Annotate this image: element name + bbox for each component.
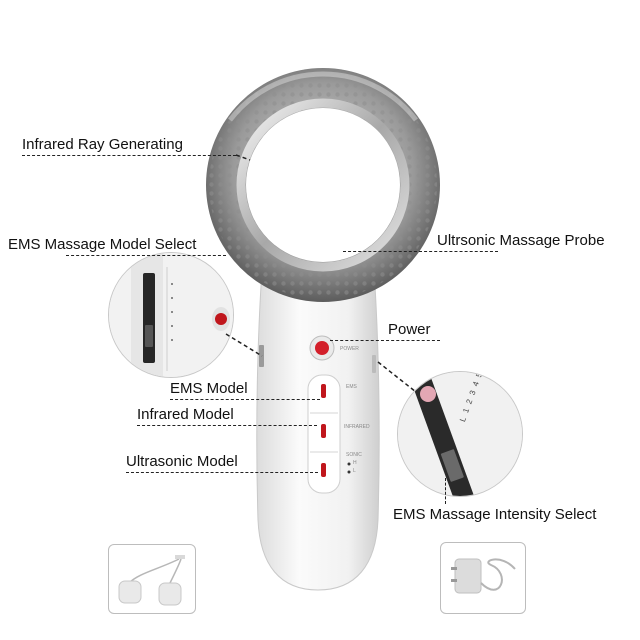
leader-ems-intensity-select bbox=[445, 478, 446, 504]
infrared-mode-button bbox=[321, 424, 326, 438]
sonic-l-text: L bbox=[353, 468, 356, 474]
leader-ultrasonic-model bbox=[126, 472, 318, 473]
leader-infrared-ray bbox=[22, 155, 236, 156]
leader-power bbox=[330, 340, 440, 341]
label-ems-model: EMS Model bbox=[170, 380, 248, 397]
power-button bbox=[315, 341, 329, 355]
probe-ring-chrome bbox=[236, 98, 410, 272]
ems-small-text: EMS bbox=[346, 384, 357, 390]
power-small-text: POWER bbox=[340, 346, 359, 352]
label-ems-intensity-select: EMS Massage Intensity Select bbox=[393, 506, 597, 523]
ems-mode-button bbox=[321, 384, 326, 398]
leader-infrared-model bbox=[137, 425, 317, 426]
ems-intensity-select-inset: L12345H bbox=[397, 371, 523, 497]
label-power: Power bbox=[388, 321, 431, 338]
label-infrared-ray: Infrared Ray Generating bbox=[22, 136, 183, 153]
leader-ems-model bbox=[170, 399, 320, 400]
leader-ems-model-select bbox=[66, 255, 226, 256]
ultrasonic-mode-button bbox=[321, 463, 326, 477]
probe-ring-inner bbox=[246, 108, 400, 262]
electrode-pads-thumbnail bbox=[108, 544, 196, 614]
label-ultrasonic-model: Ultrasonic Model bbox=[126, 453, 238, 470]
infrared-small-text: INFRARED bbox=[344, 424, 370, 430]
label-infrared-model: Infrared Model bbox=[137, 406, 234, 423]
power-adapter-thumbnail bbox=[440, 542, 526, 614]
label-ultrasonic-probe: Ultrsonic Massage Probe bbox=[437, 232, 605, 249]
leader-ultrasonic-probe bbox=[343, 251, 498, 252]
label-ems-model-select: EMS Massage Model Select bbox=[8, 236, 197, 253]
sonic-h-text: H bbox=[353, 460, 357, 466]
sonic-small-text: SONIC bbox=[346, 452, 362, 458]
ems-model-select-inset bbox=[108, 252, 234, 378]
